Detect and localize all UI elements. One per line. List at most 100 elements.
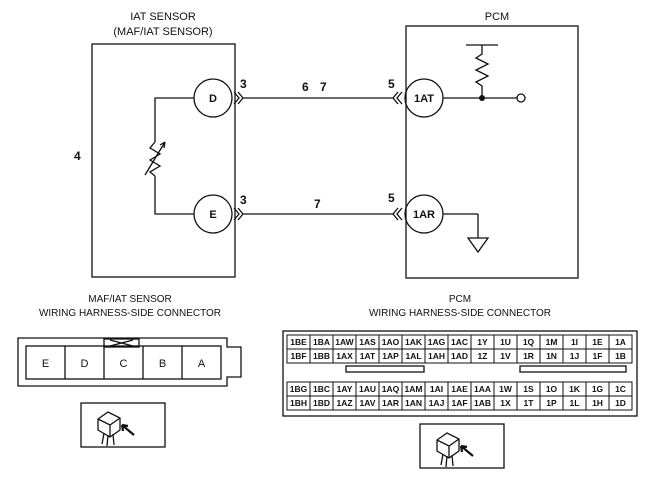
maf-plug-wires-icon [101, 432, 115, 447]
pcm-pin-label: 1AF [451, 398, 467, 408]
callout-3-bottom: 3 [240, 193, 247, 207]
pcm-junction-dot [479, 95, 485, 101]
pcm-pin-label: 1AI [430, 384, 443, 394]
pcm-pin-label: 1BH [290, 398, 307, 408]
pcm-pin-label: 1AO [382, 337, 400, 347]
connector-chevron-1ar [392, 207, 403, 221]
pcm-pin-label: 1AL [405, 351, 421, 361]
maf-pin-label: A [198, 358, 206, 370]
pcm-pin-label: 1AZ [336, 398, 352, 408]
thermistor-icon [148, 141, 162, 177]
maf-pin-label: D [81, 358, 89, 370]
pcm-pin-label: 1AR [382, 398, 399, 408]
pcm-pin-label: 1AW [335, 337, 354, 347]
pcm-pin-label: 1D [615, 398, 626, 408]
pcm-pin-label: 1Y [477, 337, 488, 347]
pcm-pin-label: 1E [592, 337, 603, 347]
callout-6: 6 [302, 80, 309, 94]
pcm-output-terminal [516, 93, 526, 103]
pcm-pin-label: 1J [570, 351, 580, 361]
pcm-pin-label: 1AY [337, 384, 353, 394]
pcm-connector-view-icon [419, 423, 505, 469]
sensor-wire-e [154, 176, 194, 215]
iat-sensor-subtitle: (MAF/IAT SENSOR) [113, 26, 212, 38]
pcm-pin-label: 1P [546, 398, 557, 408]
maf-connector-latch-x-icon [109, 339, 134, 347]
ground-icon [466, 237, 490, 254]
pcm-pin-label: 1H [592, 398, 603, 408]
pcm-pin-label: 1BG [290, 384, 308, 394]
pcm-plug-wires-icon [440, 453, 454, 468]
pcm-pin-label: 1R [523, 351, 534, 361]
pcm-pin-label: 1AB [474, 398, 491, 408]
connector-chevron-1at [392, 91, 403, 105]
pcm-pin-label: 1AU [359, 384, 376, 394]
pcm-connector-key-left [345, 365, 425, 373]
pcm-pin-label: 1AX [336, 351, 353, 361]
pcm-pin-label: 1AC [451, 337, 468, 347]
pcm-pin-label: 1AM [405, 384, 423, 394]
pcm-pin-label: 1S [523, 384, 534, 394]
maf-connector-title: MAF/IAT SENSOR [88, 294, 172, 305]
pcm-pin-label: 1X [500, 398, 511, 408]
pcm-pin-label: 1I [571, 337, 578, 347]
maf-connector-latch [103, 338, 140, 348]
pin-e-circle [193, 194, 233, 234]
pcm-pin-label: 1Z [478, 351, 488, 361]
pcm-title: PCM [485, 11, 509, 23]
pcm-pin-label: 1W [499, 384, 513, 394]
maf-pin-label: B [159, 358, 166, 370]
maf-plug-icon [97, 411, 121, 438]
maf-connector-cavity [25, 345, 222, 380]
pcm-pin-label: 1AJ [429, 398, 445, 408]
pcm-pin-label: 1AN [405, 398, 422, 408]
pin-e-label: E [209, 209, 216, 221]
pcm-pin-label: 1T [524, 398, 535, 408]
pcm-connector-key-right [519, 365, 627, 373]
pcm-pin-label: 1C [615, 384, 626, 394]
pcm-pin-label: 1O [546, 384, 558, 394]
pcm-pin-label: 1AE [451, 384, 468, 394]
pcm-pin-label: 1AG [428, 337, 446, 347]
pcm-pin-label: 1AT [360, 351, 376, 361]
maf-connector-view-icon [80, 402, 166, 448]
maf-pin-label: E [42, 358, 49, 370]
pcm-pin-cell [608, 395, 633, 411]
sensor-wire-d [154, 97, 194, 142]
pcm-pin-label: 1G [592, 384, 604, 394]
callout-5-top: 5 [388, 77, 395, 91]
callout-5-bottom: 5 [388, 191, 395, 205]
pcm-pin-label: 1L [570, 398, 580, 408]
pcm-pin-label: 1M [546, 337, 558, 347]
thermistor-arrow-icon [144, 141, 166, 176]
pcm-plug-icon [436, 432, 460, 459]
iat-sensor-title: IAT SENSOR [130, 11, 196, 23]
pcm-pin-label: 1AA [474, 384, 491, 394]
maf-connector-subtitle: WIRING HARNESS-SIDE CONNECTOR [39, 308, 221, 319]
pcm-pin-label: 1BB [313, 351, 330, 361]
pcm-pin-label: 1BD [313, 398, 330, 408]
pcm-connector-body [282, 330, 638, 417]
pin-d-circle [193, 78, 233, 118]
pcm-pin-label: 1K [569, 384, 581, 394]
callout-3-top: 3 [240, 77, 247, 91]
pcm-pin-label: 1F [593, 351, 603, 361]
pin-1ar-label: 1AR [413, 209, 435, 221]
pcm-pin-label: 1BF [290, 351, 306, 361]
maf-connector-body [17, 337, 242, 387]
pcm-view-arrow-icon [459, 444, 474, 457]
iat-sensor-box [91, 43, 236, 278]
pin-d-label: D [209, 93, 217, 105]
pcm-pin-label: 1B [615, 351, 626, 361]
maf-pin-label: C [120, 358, 128, 370]
pcm-pin-label: 1V [500, 351, 511, 361]
pcm-pin-label: 1BA [313, 337, 330, 347]
pcm-pullup-resistor-icon [474, 45, 490, 98]
pin-1at-label: 1AT [414, 93, 434, 105]
pcm-pin-label: 1AP [382, 351, 399, 361]
pcm-pin-label: 1BC [313, 384, 330, 394]
callout-7-top: 7 [320, 80, 327, 94]
